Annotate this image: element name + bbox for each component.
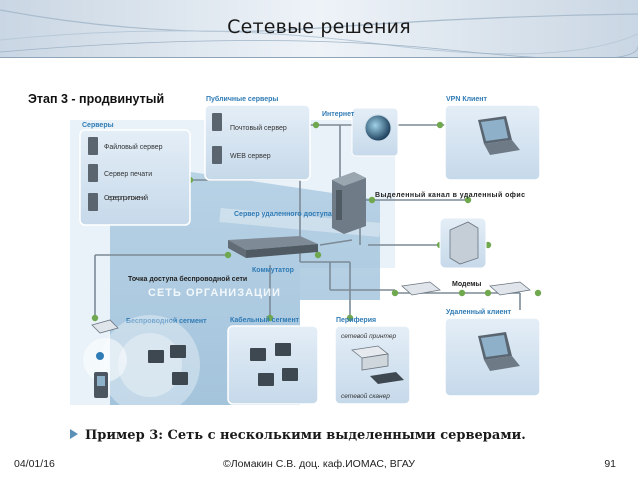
pda-icon [94, 372, 108, 398]
mail-server-label: Почтовый сервер [230, 124, 287, 132]
file-server-label: Файловый сервер [104, 143, 163, 151]
remote-office-device-icon [439, 217, 487, 269]
vpn-client-box: VPN Клиент [444, 96, 541, 181]
print-server-label: Сервер печати [104, 171, 152, 178]
wireless-signal-icon [96, 352, 104, 360]
internet-node: Интернет [322, 107, 399, 157]
cable-segment-label: Кабельный сегмент [230, 316, 300, 324]
laptop-icon [478, 332, 520, 371]
public-servers-title: Публичные серверы [206, 95, 278, 103]
slide-caption: Пример 3: Сеть с несколькими выделенными… [70, 428, 526, 443]
bullet-icon [70, 429, 78, 439]
laptop-icon [478, 116, 520, 155]
footer-page-number: 91 [604, 458, 616, 470]
server-tower-icon [88, 137, 98, 211]
cable-segment-box: Кабельный сегмент [227, 316, 319, 405]
dedicated-channel-label: Выделенный канал в удаленный офис [375, 191, 525, 199]
internet-label: Интернет [322, 111, 355, 118]
wireless-segment: Беспроводной сегмент [83, 315, 207, 415]
header-band [0, 0, 638, 58]
network-scanner-label: сетевой сканер [341, 392, 390, 400]
desktop-computer-icon [148, 345, 188, 385]
slide-title: Сетевые решения [227, 16, 411, 38]
switch-icon [228, 236, 318, 258]
globe-icon [364, 114, 392, 142]
modems-label: Модемы [452, 281, 481, 288]
vpn-client-label: VPN Клиент [446, 96, 487, 103]
footer-author: ©Ломакин С.В. доц. каф.ИОМАС, ВГАУ [223, 458, 415, 470]
app-server-label: Сервер приложений [104, 194, 148, 202]
scanner-icon [370, 372, 404, 384]
access-point-icon [91, 319, 119, 334]
network-printer-label: сетевой принтер [341, 332, 397, 340]
peripherals-box: Периферия сетевой принтер сетевой сканер [334, 317, 411, 405]
stage-label: Этап 3 - продвинутый [28, 92, 165, 106]
footer-date: 04/01/16 [14, 458, 55, 470]
org-network-label: СЕТЬ ОРГАНИЗАЦИИ [148, 287, 281, 299]
wireless-segment-label: Беспроводной сегмент [126, 317, 207, 325]
servers-box: Серверы Файловый сервер Сервер печати Се… [79, 122, 191, 226]
switch-label: Коммутатор [252, 267, 294, 274]
caption-text: Пример 3: Сеть с несколькими выделенными… [85, 428, 526, 443]
remote-client-label: Удаленный клиент [446, 308, 512, 316]
remote-access-server-label: Сервер удаленного доступа [234, 211, 332, 218]
public-servers-box: Публичные серверы Почтовый сервер WEB се… [204, 95, 311, 181]
modem-icon [401, 281, 531, 296]
peripherals-title: Периферия [336, 317, 376, 324]
server-tower-icon [212, 113, 222, 164]
desktop-computer-icon [250, 343, 298, 386]
servers-title: Серверы [82, 122, 114, 129]
web-server-label: WEB сервер [230, 153, 271, 160]
printer-icon [351, 345, 389, 371]
access-point-label: Точка доступа беспроводной сети [128, 275, 247, 283]
remote-access-server-icon [332, 172, 366, 234]
remote-client-box: Удаленный клиент [444, 308, 541, 397]
